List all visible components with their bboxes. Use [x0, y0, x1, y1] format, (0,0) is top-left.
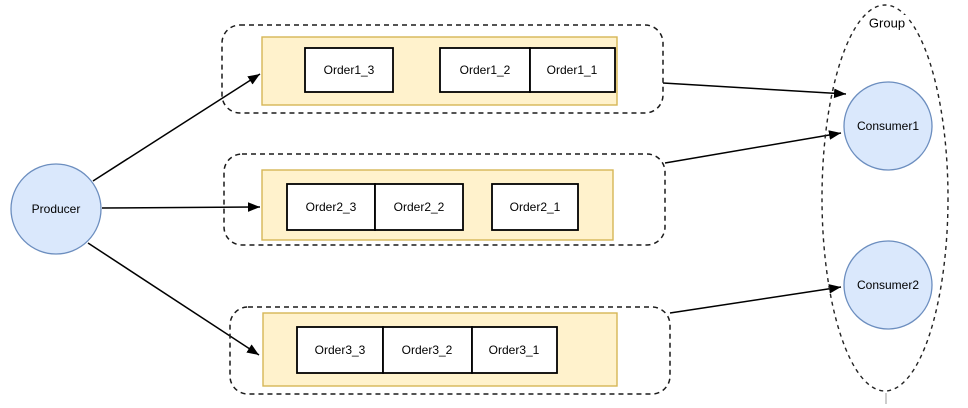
- message-label: Order1_3: [324, 63, 375, 77]
- message-order3-3: Order3_3: [296, 326, 384, 374]
- message-order2-3: Order2_3: [286, 183, 376, 231]
- consumer2-label: Consumer2: [857, 278, 919, 292]
- message-box: [471, 326, 558, 374]
- consumer1-shape: [843, 81, 933, 171]
- message-label: Order3_1: [489, 343, 540, 357]
- message-order2-2: Order2_2: [374, 183, 464, 231]
- group-label: Group: [869, 16, 905, 31]
- edge-partition3-to-consumer2: [669, 284, 842, 314]
- consumer-group: Group Consumer1 Consumer2: [821, 4, 949, 404]
- partition-1-outline: [221, 24, 664, 114]
- message-order1-2: Order1_2: [439, 47, 531, 93]
- edge-producer-to-partition1: [92, 73, 261, 182]
- partition-2-outline: [223, 153, 666, 246]
- consumer2-shape: [843, 240, 933, 330]
- message-order3-1: Order3_1: [471, 326, 558, 374]
- message-box: [439, 47, 531, 93]
- message-label: Order3_3: [315, 343, 366, 357]
- partition-3-outline: [229, 306, 671, 395]
- producer-label: Producer: [32, 202, 81, 216]
- edge-producer-to-partition3: [87, 242, 260, 356]
- message-label: Order2_2: [394, 200, 445, 214]
- consumer1-node: Consumer1: [843, 81, 933, 171]
- message-order1-1: Order1_1: [529, 47, 616, 93]
- message-order2-1: Order2_1: [491, 183, 579, 231]
- edge-producer-to-partition2: [101, 202, 261, 212]
- edge-partition2-to-consumer1: [664, 130, 842, 164]
- message-box: [382, 326, 473, 374]
- producer-shape: [10, 163, 102, 255]
- group-label-bg: [866, 15, 908, 31]
- message-box: [529, 47, 616, 93]
- message-label: Order1_2: [460, 63, 511, 77]
- message-box: [374, 183, 464, 231]
- message-box: [296, 326, 384, 374]
- message-label: Order2_1: [510, 200, 561, 214]
- message-label: Order2_3: [306, 200, 357, 214]
- partition-2: Order2_3 Order2_2 Order2_1: [223, 153, 666, 246]
- message-box: [491, 183, 579, 231]
- edges: [87, 73, 847, 356]
- consumer2-node: Consumer2: [843, 240, 933, 330]
- partition-3: Order3_3 Order3_2 Order3_1: [229, 306, 671, 395]
- message-order1-3: Order1_3: [304, 47, 394, 93]
- producer-node: Producer: [10, 163, 102, 255]
- message-order3-2: Order3_2: [382, 326, 473, 374]
- edge-partition1-to-consumer1: [662, 82, 847, 99]
- consumer1-label: Consumer1: [857, 119, 919, 133]
- message-box: [304, 47, 394, 93]
- message-label: Order3_2: [402, 343, 453, 357]
- partition-1: Order1_3 Order1_2 Order1_1: [221, 24, 664, 114]
- consumer-group-outline: [821, 4, 949, 392]
- message-label: Order1_1: [547, 63, 598, 77]
